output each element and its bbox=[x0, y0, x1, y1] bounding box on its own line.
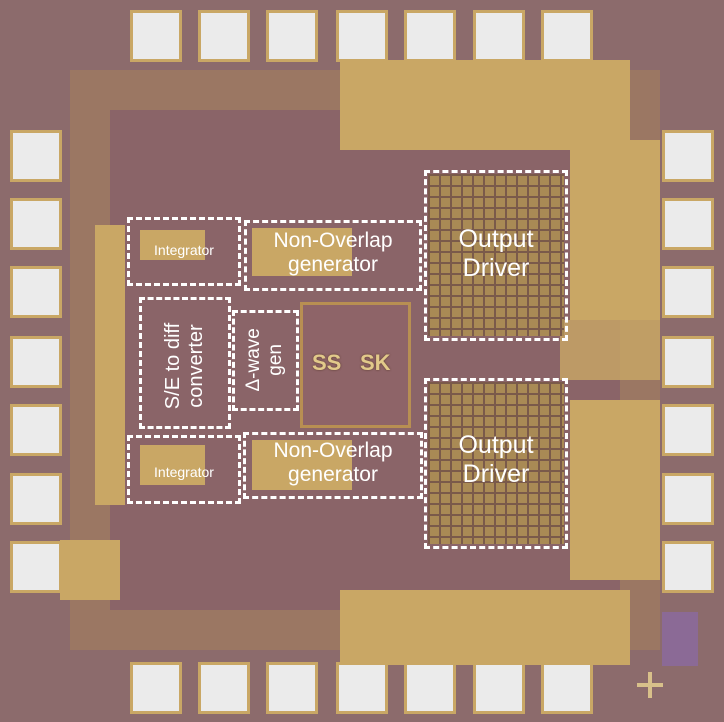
bond-pad bbox=[662, 198, 714, 250]
logo-marking bbox=[662, 612, 698, 666]
non-overlap-top-label: Non-Overlap generator bbox=[247, 229, 419, 277]
label-line: Δ-wave bbox=[243, 328, 265, 392]
bond-pad bbox=[662, 130, 714, 182]
top-power-bus bbox=[340, 60, 630, 150]
bond-pad bbox=[541, 10, 593, 62]
delta-wave-label: Δ-wave gen bbox=[243, 310, 287, 410]
label-line: generator bbox=[288, 463, 378, 487]
output-bus bbox=[560, 320, 660, 380]
bond-pad bbox=[10, 541, 62, 593]
bond-pad bbox=[10, 266, 62, 318]
output-driver-bottom-label: Output Driver bbox=[427, 431, 565, 489]
label-line: Output bbox=[458, 431, 534, 459]
output-driver-top-box: Output Driver bbox=[424, 170, 568, 341]
label-line: Non-Overlap bbox=[273, 229, 393, 252]
bond-pad bbox=[10, 473, 62, 525]
output-driver-array-top bbox=[428, 174, 564, 336]
delta-wave-box: Δ-wave gen bbox=[232, 310, 299, 411]
label-line: converter bbox=[185, 324, 207, 408]
bond-pad bbox=[473, 10, 525, 62]
bond-pad bbox=[10, 336, 62, 388]
bond-pad bbox=[10, 404, 62, 456]
nonoverlap-metal-top bbox=[252, 228, 352, 276]
bond-pad bbox=[473, 662, 525, 714]
output-driver-top-label: Output Driver bbox=[427, 225, 565, 283]
bond-pad bbox=[662, 541, 714, 593]
bond-pad bbox=[130, 662, 182, 714]
alignment-cross-icon bbox=[637, 672, 663, 698]
bond-pad bbox=[662, 266, 714, 318]
bond-pad bbox=[10, 130, 62, 182]
integrator-cap-bottom bbox=[140, 445, 205, 485]
label-line: gen bbox=[265, 344, 286, 376]
right-power-bus-bottom bbox=[570, 400, 660, 580]
se-to-diff-box: S/E to diff converter bbox=[139, 297, 231, 429]
chip-mark-sk: SK bbox=[360, 350, 391, 375]
bond-pad bbox=[662, 473, 714, 525]
integrator-cap-top bbox=[140, 230, 205, 260]
bond-pad bbox=[404, 662, 456, 714]
bond-pad bbox=[541, 662, 593, 714]
bond-pad bbox=[336, 10, 388, 62]
chip-mark-ss: SS bbox=[312, 350, 342, 375]
bond-pad bbox=[10, 198, 62, 250]
left-bus bbox=[95, 225, 125, 505]
corner-metal bbox=[60, 540, 120, 600]
center-block bbox=[300, 302, 411, 428]
integrator-top-box: Integrator bbox=[127, 217, 241, 286]
bond-pad bbox=[198, 10, 250, 62]
label-line: Driver bbox=[462, 459, 530, 488]
label-line: S/E to diff bbox=[162, 322, 184, 410]
nonoverlap-metal-bottom bbox=[252, 440, 352, 490]
label-line: Driver bbox=[462, 253, 530, 282]
integrator-bottom-label: Integrator bbox=[154, 464, 214, 480]
non-overlap-bottom-box: Non-Overlap generator bbox=[243, 432, 423, 499]
se-to-diff-label: S/E to diff converter bbox=[162, 301, 208, 431]
label-line: Non-Overlap bbox=[273, 439, 393, 462]
bond-pad bbox=[130, 10, 182, 62]
output-driver-array-bottom bbox=[428, 382, 564, 544]
non-overlap-bottom-label: Non-Overlap generator bbox=[246, 439, 420, 487]
bond-pad bbox=[336, 662, 388, 714]
bond-pad bbox=[662, 336, 714, 388]
non-overlap-top-box: Non-Overlap generator bbox=[244, 220, 422, 291]
integrator-top-label: Integrator bbox=[154, 242, 214, 258]
right-power-bus-top bbox=[570, 140, 660, 320]
bond-pad bbox=[266, 10, 318, 62]
bond-pad bbox=[404, 10, 456, 62]
bond-pad bbox=[266, 662, 318, 714]
bond-pad bbox=[198, 662, 250, 714]
integrator-bottom-box: Integrator bbox=[127, 435, 241, 504]
bottom-power-bus bbox=[340, 590, 630, 665]
bond-pad bbox=[662, 404, 714, 456]
label-line: Output bbox=[458, 225, 534, 253]
label-line: generator bbox=[288, 253, 378, 277]
output-driver-bottom-box: Output Driver bbox=[424, 378, 568, 549]
